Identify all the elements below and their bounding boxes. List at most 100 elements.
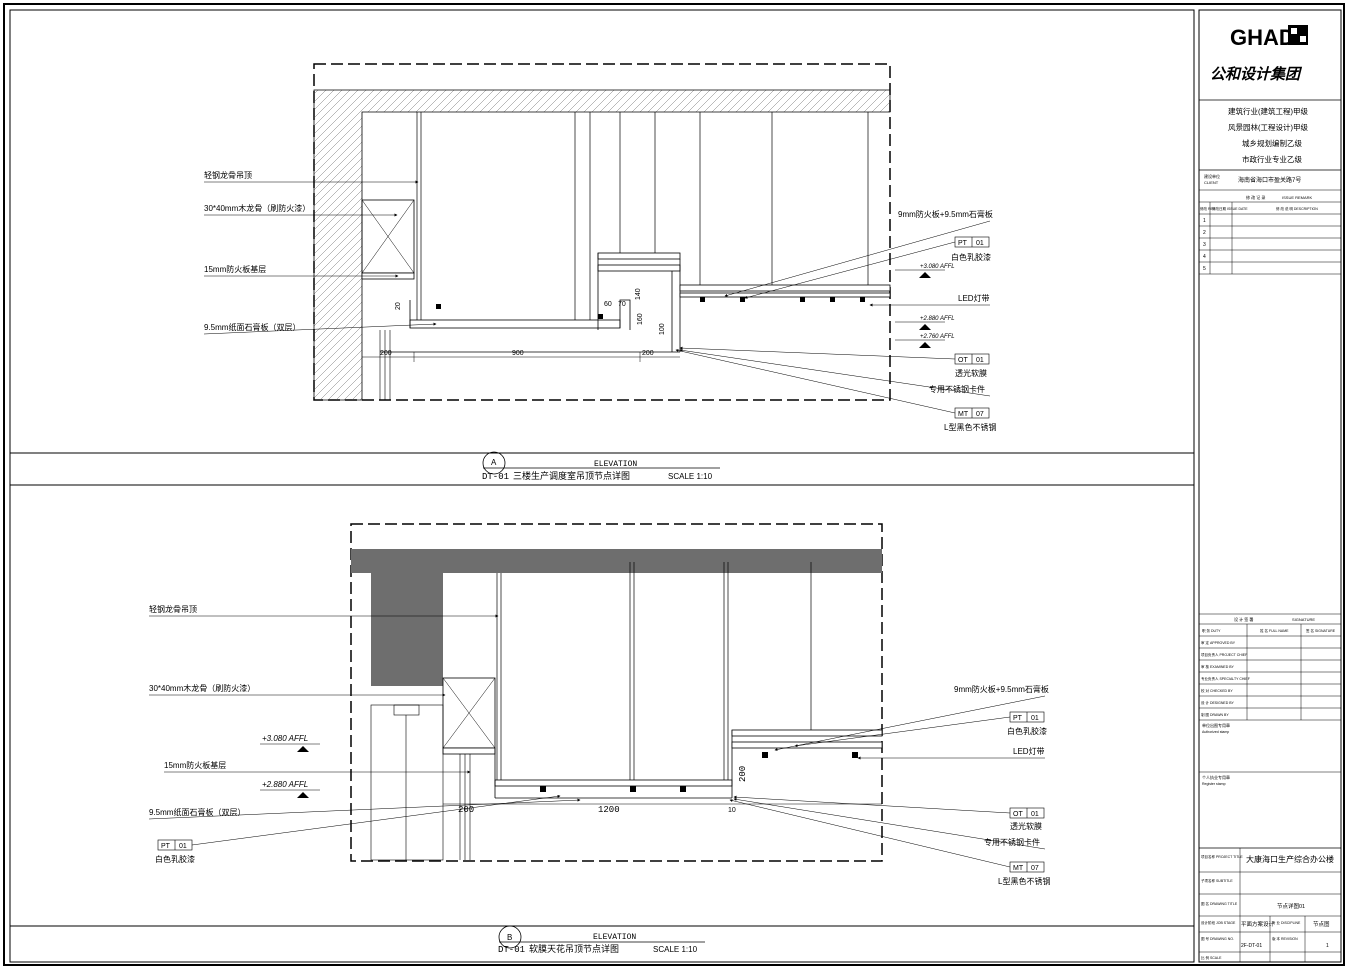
svg-text:01: 01 — [976, 357, 984, 364]
name-header: 姓 名 FULL NAME — [1260, 628, 1289, 633]
detail-a-type: ELEVATION — [594, 460, 637, 469]
dim-a-3: 200 — [642, 350, 654, 357]
rev-header: 修改 REV — [1200, 206, 1216, 211]
dim-b-1: 200 — [458, 805, 474, 815]
drawing-label: 图 名 DRAWING TITLE — [1201, 901, 1238, 906]
tag-b-pt: PT 01 — [1009, 711, 1045, 723]
client-label: 建设单位 — [1204, 173, 1220, 179]
qual-2: 风景园林(工程设计)甲级 — [1228, 122, 1308, 132]
svg-text:PT: PT — [1013, 715, 1023, 722]
tag-a-pt: PT 01 — [954, 236, 990, 248]
discipline-label: 专 业 DISCIPLINE — [1272, 920, 1301, 925]
detail-b-ref: DT-01 — [498, 945, 525, 955]
dim-b-3: 200 — [738, 766, 748, 782]
title-block: GHAD 公和设计集团 建筑行业(建筑工程)甲级 风景园林(工程设计)甲级 城乡… — [1199, 25, 1341, 962]
role-2: 项目负责人 PROJECT CHIEF — [1201, 652, 1247, 657]
dim-a-4: 60 — [604, 301, 612, 308]
project-label: 项目名称 PROJECT TITLE — [1201, 854, 1243, 859]
client-label-en: CLIENT — [1204, 180, 1219, 185]
rev-row-3: 3 — [1203, 242, 1206, 248]
label-a-r3: LED灯带 — [958, 293, 990, 303]
subtitle-label: 子项名称 SUBTITLE — [1201, 878, 1233, 883]
dim-a-5: 70 — [618, 301, 626, 308]
label-b-l4: 9.5mm纸面石膏板（双层） — [149, 807, 245, 817]
revisions-title: 修 改 记 录 — [1246, 194, 1265, 200]
label-b-r1: 9mm防火板+9.5mm石膏板 — [954, 684, 1049, 694]
tag-b-ot: OT 01 — [1009, 807, 1045, 819]
label-b-l3: 15mm防火板基层 — [164, 760, 226, 770]
role-1: 审 定 APPROVED BY — [1201, 640, 1236, 645]
authorized-stamp-en: Authorized stamp — [1202, 730, 1229, 734]
level-b-2: +2.880 AFFL — [262, 780, 308, 789]
label-a-r5: 专用不锈钢卡件 — [929, 384, 985, 394]
detail-b-mark: B — [507, 933, 512, 942]
rev-desc-header: 修 改 说 明 DESCRIPTION — [1276, 206, 1318, 211]
label-a-l2: 30*40mm木龙骨（刷防火漆） — [204, 203, 310, 213]
label-a-l1: 轻钢龙骨吊顶 — [204, 170, 252, 180]
signature-title: 设 计 签 署 — [1234, 616, 1253, 622]
svg-text:MT: MT — [958, 411, 969, 418]
role-6: 设 计 DESIGNED BY — [1201, 700, 1235, 705]
label-a-l3: 15mm防火板基层 — [204, 264, 266, 274]
register-stamp-en: Register stamp — [1202, 782, 1226, 786]
detail-b-type: ELEVATION — [593, 933, 636, 942]
rev-row-4: 4 — [1203, 254, 1206, 260]
duty-header: 职 务 DUTY — [1202, 628, 1221, 633]
svg-text:01: 01 — [1031, 811, 1039, 818]
detail-b: 200 1200 200 10 +3.080 AFFL +2.880 AFFL … — [148, 523, 1050, 955]
stage-value: 平面方案设计 — [1241, 920, 1275, 928]
title-block-border — [1198, 9, 1342, 963]
stage-label: 设计阶段 JOB STAGE — [1201, 920, 1236, 925]
role-7: 制 图 DRAWN BY — [1201, 712, 1229, 717]
svg-text:01: 01 — [1031, 715, 1039, 722]
dim-a-9: 20 — [395, 302, 402, 310]
project-value: 大康海口生产综合办公楼 — [1246, 854, 1334, 864]
svg-text:OT: OT — [958, 357, 968, 364]
register-stamp: 个人执业专用章 — [1202, 774, 1230, 780]
role-5: 校 对 CHECKED BY — [1201, 688, 1233, 693]
tag-a-mt: MT 07 — [954, 407, 990, 419]
dim-a-7: 160 — [637, 313, 644, 325]
label-a-l4: 9.5mm纸面石膏板（双层） — [204, 322, 300, 332]
label-b-r2: 白色乳胶漆 — [1007, 726, 1047, 736]
number-label: 图 号 DRAWING NO. — [1201, 936, 1234, 941]
detail-a-ref: DT-01 — [482, 472, 509, 482]
role-4: 专业负责人 SPECIALTY CHIEF — [1201, 676, 1250, 681]
detail-a-scale: SCALE 1:10 — [668, 472, 713, 481]
tag-b-pt-left: PT 01 — [157, 839, 193, 851]
level-a-3: +2.760 AFFL — [920, 334, 955, 340]
dim-a-2: 900 — [512, 350, 524, 357]
label-a-r1: 9mm防火板+9.5mm石膏板 — [898, 209, 993, 219]
right-labels-a: 9mm防火板+9.5mm石膏板 PT 01 白色乳胶漆 LED灯带 OT 01 … — [675, 209, 996, 432]
qual-1: 建筑行业(建筑工程)甲级 — [1228, 106, 1308, 116]
label-b-r4: 透光软膜 — [1010, 821, 1042, 831]
level-b-1: +3.080 AFFL — [262, 734, 308, 743]
brand-company: 公和设计集团 — [1210, 66, 1303, 83]
svg-text:OT: OT — [1013, 811, 1023, 818]
role-3: 审 核 EXAMINED BY — [1201, 664, 1235, 669]
detail-a-mark: A — [491, 458, 497, 467]
dim-a-1: 200 — [380, 350, 392, 357]
label-b-l5: 白色乳胶漆 — [155, 854, 195, 864]
left-labels-b: 轻钢龙骨吊顶 30*40mm木龙骨（刷防火漆） 15mm防火板基层 9.5mm纸… — [148, 604, 581, 864]
level-a-1: +3.080 AFFL — [920, 264, 955, 270]
tag-a-ot: OT 01 — [954, 353, 990, 365]
svg-text:07: 07 — [1031, 865, 1039, 872]
rev-row-1: 1 — [1203, 218, 1206, 224]
dim-b-2: 1200 — [598, 805, 620, 815]
svg-text:PT: PT — [958, 240, 968, 247]
label-b-l1: 轻钢龙骨吊顶 — [149, 604, 197, 614]
svg-text:07: 07 — [976, 411, 984, 418]
authorized-stamp: 单位出图专用章 — [1202, 722, 1230, 728]
detail-b-scale: SCALE 1:10 — [653, 945, 698, 954]
right-labels-b: 9mm防火板+9.5mm石膏板 PT 01 白色乳胶漆 LED灯带 OT 01 … — [729, 684, 1050, 886]
qual-4: 市政行业专业乙级 — [1242, 154, 1302, 164]
level-a-2: +2.880 AFFL — [920, 316, 955, 322]
label-a-r4: 透光软膜 — [955, 368, 987, 378]
left-labels-a: 轻钢龙骨吊顶 30*40mm木龙骨（刷防火漆） 15mm防火板基层 9.5mm纸… — [203, 170, 437, 335]
drawing-area-border — [9, 9, 1195, 963]
svg-text:01: 01 — [179, 843, 187, 850]
qual-3: 城乡规划编制乙级 — [1242, 138, 1302, 148]
svg-text:01: 01 — [976, 240, 984, 247]
